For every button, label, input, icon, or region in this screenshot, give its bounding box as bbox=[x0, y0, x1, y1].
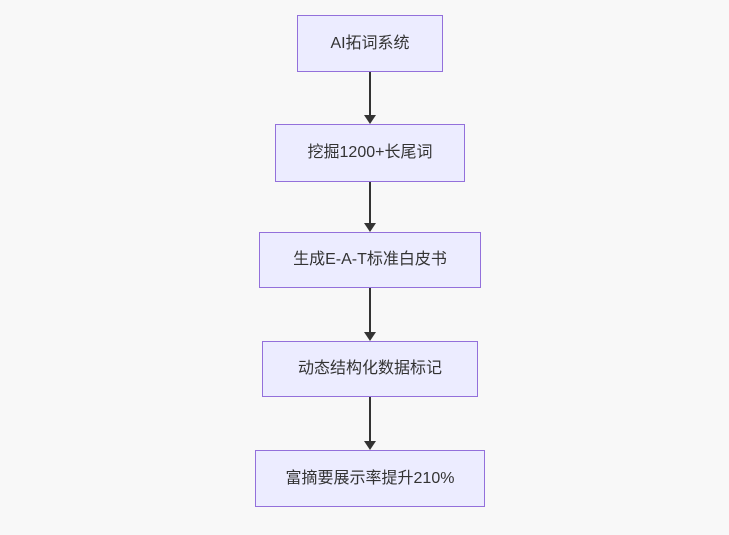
arrow-line bbox=[369, 288, 371, 332]
arrow-head-icon bbox=[364, 115, 376, 124]
arrow-line bbox=[369, 182, 371, 223]
node-label: 动态结构化数据标记 bbox=[297, 360, 442, 378]
arrow-head-icon bbox=[364, 332, 376, 341]
arrow-line bbox=[369, 72, 371, 115]
flowchart-node-rich-snippet-result: 富摘要展示率提升210% bbox=[255, 450, 485, 507]
flow-arrow-4 bbox=[363, 397, 377, 450]
flow-arrow-3 bbox=[363, 288, 377, 341]
flow-arrow-2 bbox=[363, 182, 377, 232]
flow-arrow-1 bbox=[363, 72, 377, 124]
node-label: AI拓词系统 bbox=[330, 34, 410, 52]
flowchart-node-eat-whitepaper: 生成E-A-T标准白皮书 bbox=[259, 232, 481, 288]
arrow-head-icon bbox=[364, 441, 376, 450]
node-label: 生成E-A-T标准白皮书 bbox=[293, 251, 447, 269]
flowchart-node-longtail-mining: 挖掘1200+长尾词 bbox=[275, 124, 465, 182]
node-label: 挖掘1200+长尾词 bbox=[307, 144, 433, 162]
flowchart-node-structured-data-markup: 动态结构化数据标记 bbox=[262, 341, 478, 397]
flowchart-node-ai-word-expansion: AI拓词系统 bbox=[297, 15, 443, 72]
arrow-head-icon bbox=[364, 223, 376, 232]
arrow-line bbox=[369, 397, 371, 441]
node-label: 富摘要展示率提升210% bbox=[285, 469, 455, 487]
